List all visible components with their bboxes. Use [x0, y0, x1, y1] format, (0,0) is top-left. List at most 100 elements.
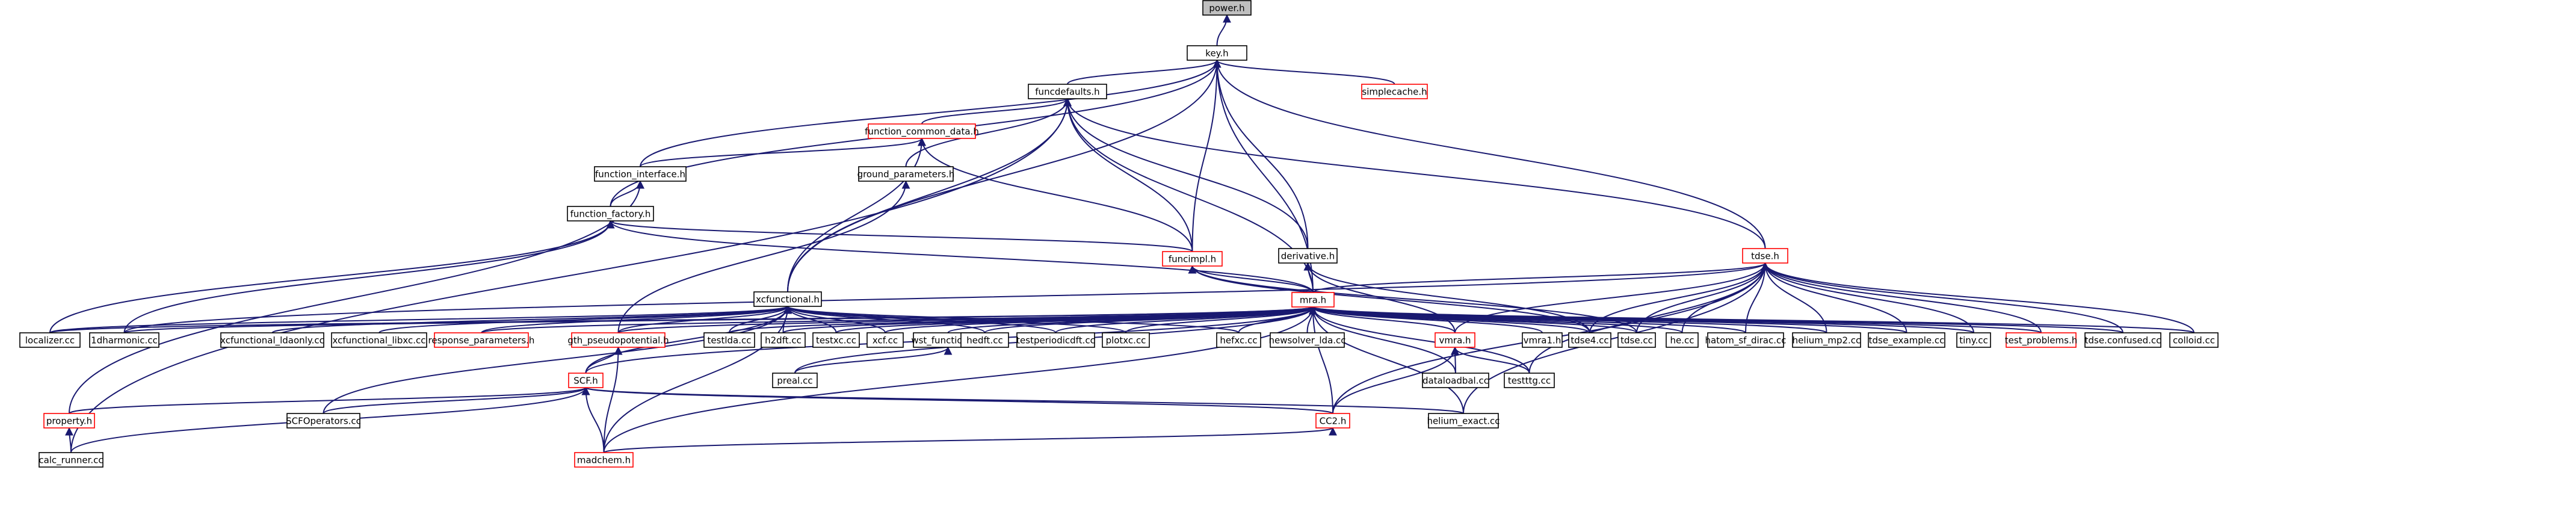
node-cc2-h[interactable]: CC2.h — [1315, 413, 1350, 429]
node-scf-h[interactable]: SCF.h — [568, 373, 604, 388]
node-label: plotxc.cc — [1106, 335, 1146, 346]
node-helium-mp2-cc[interactable]: helium_mp2.cc — [1792, 332, 1861, 348]
node-testttg-cc[interactable]: testttg.cc — [1504, 373, 1555, 388]
node-preal-cc[interactable]: preal.cc — [772, 373, 818, 388]
node-tdse-confused-cc[interactable]: tdse.confused.cc — [2084, 332, 2161, 348]
node-funcimpl-h[interactable]: funcimpl.h — [1162, 251, 1223, 267]
node-gth-pseudopotential-h[interactable]: gth_pseudopotential.h — [567, 332, 669, 348]
node-1dharmonic-cc[interactable]: 1dharmonic.cc — [89, 332, 159, 348]
node-box — [594, 166, 687, 182]
edge-funcimpl-h-to-function-common-data-h — [918, 137, 1193, 252]
node-box — [2169, 332, 2219, 348]
node-label: vmra.h — [1439, 335, 1471, 346]
node-box — [1162, 251, 1223, 267]
node-label: tdse.cc — [1620, 335, 1653, 346]
node-property-h[interactable]: property.h — [43, 413, 95, 429]
node-xcfunctional-libxc-cc[interactable]: xcfunctional_libxc.cc — [331, 332, 427, 348]
edge-plotxc-cc-to-mra-h — [1125, 306, 1317, 333]
node-label: derivative.h — [1281, 251, 1335, 262]
node-scfoperators-cc[interactable]: SCFOperators.cc — [286, 413, 361, 429]
node-label: preal.cc — [777, 376, 812, 386]
edge-vmra-h-to-mra-h — [1309, 306, 1456, 333]
node-label: gth_pseudopotential.h — [567, 335, 669, 347]
node-label: he.cc — [1670, 335, 1694, 346]
edge-funcimpl-h-to-funcdefaults-h — [1063, 98, 1193, 252]
node-newsolver-lda-cc[interactable]: newsolver_lda.cc — [1268, 332, 1346, 348]
node-vmra1-h[interactable]: vmra1.h — [1522, 332, 1563, 348]
node-xcfunctional-ldaonly-cc[interactable]: xcfunctional_ldaonly.cc — [220, 332, 324, 348]
node-testlda-cc[interactable]: testlda.cc — [703, 332, 755, 348]
node-xcfunctional-h[interactable]: xcfunctional.h — [753, 291, 822, 307]
node-hefxc-cc[interactable]: hefxc.cc — [1216, 332, 1261, 348]
node-box — [1202, 0, 1252, 16]
node-label: tdse_example.cc — [1869, 335, 1945, 347]
edge-tdse-h-to-key-h — [1212, 59, 1766, 249]
node-madchem-h[interactable]: madchem.h — [574, 452, 634, 468]
edge-localizer-cc-to-xcfunctional-h — [49, 305, 792, 333]
node-testperiodicdft-cc[interactable]: testperiodicdft.cc — [1016, 332, 1095, 348]
node-test-problems-h[interactable]: test_problems.h — [2005, 332, 2077, 348]
node-tiny-cc[interactable]: tiny.cc — [1956, 332, 1991, 348]
edge-madchem-h-to-cc2-h — [603, 427, 1337, 453]
node-label: xcfunctional_libxc.cc — [333, 335, 426, 347]
node-localizer-cc[interactable]: localizer.cc — [19, 332, 81, 348]
node-box — [2084, 332, 2161, 348]
node-box — [1707, 332, 1784, 348]
node-function-common-data-h[interactable]: function_common_data.h — [865, 123, 979, 139]
node-tdse-example-cc[interactable]: tdse_example.cc — [1868, 332, 1945, 348]
node-power-h[interactable]: power.h — [1202, 0, 1252, 16]
node-funcdefaults-h[interactable]: funcdefaults.h — [1028, 84, 1107, 99]
node-label: tiny.cc — [1959, 335, 1988, 346]
node-response-parameters-h[interactable]: response_parameters.h — [428, 332, 535, 348]
node-label: 1dharmonic.cc — [91, 335, 158, 346]
node-label: localizer.cc — [25, 335, 75, 346]
node-key-h[interactable]: key.h — [1187, 45, 1247, 61]
node-h2dft-cc[interactable]: h2dft.cc — [761, 332, 806, 348]
node-hedft-cc[interactable]: hedft.cc — [960, 332, 1009, 348]
node-label: colloid.cc — [2173, 335, 2215, 346]
node-dataloadbal-cc[interactable]: dataloadbal.cc — [1422, 373, 1489, 388]
node-function-factory-h[interactable]: function_factory.h — [567, 206, 654, 221]
node-colloid-cc[interactable]: colloid.cc — [2169, 332, 2219, 348]
node-box — [1278, 248, 1338, 264]
node-box — [1428, 413, 1499, 429]
node-function-interface-h[interactable]: function_interface.h — [594, 166, 687, 182]
node-tdse-cc[interactable]: tdse.cc — [1617, 332, 1656, 348]
node-box — [1568, 332, 1611, 348]
node-calc-runner-cc[interactable]: calc_runner.cc — [39, 452, 103, 468]
edge-xcfunctional-h-to-key-h — [787, 59, 1222, 293]
edge-tdse-h-to-funcdefaults-h — [1063, 98, 1766, 249]
node-simplecache-h[interactable]: simplecache.h — [1361, 84, 1428, 99]
edge-derivative-h-to-funcdefaults-h — [1063, 98, 1309, 249]
node-box — [39, 452, 103, 468]
edge-calc-runner-cc-to-property-h — [65, 427, 74, 453]
node-hatom-sf-dirac-cc[interactable]: hatom_sf_dirac.cc — [1705, 332, 1787, 348]
node-tdse-h[interactable]: tdse.h — [1742, 248, 1788, 264]
node-plotxc-cc[interactable]: plotxc.cc — [1102, 332, 1150, 348]
node-label: tdse.confused.cc — [2085, 335, 2161, 346]
node-xcf-cc[interactable]: xcf.cc — [866, 332, 904, 348]
node-ground-parameters-h[interactable]: ground_parameters.h — [857, 166, 955, 182]
node-box — [1315, 413, 1350, 429]
edge-mra-h-to-funcimpl-h — [1188, 265, 1314, 293]
node-testxc-cc[interactable]: testxc.cc — [812, 332, 860, 348]
node-label: ground_parameters.h — [857, 169, 955, 181]
edge-cc2-h-to-scf-h — [582, 386, 1333, 414]
node-vmra-h[interactable]: vmra.h — [1435, 332, 1475, 348]
node-box — [1956, 332, 1991, 348]
node-box — [19, 332, 81, 348]
node-helium-exact-cc[interactable]: helium_exact.cc — [1427, 413, 1500, 429]
edge-testttg-cc-to-vmra-h — [1451, 346, 1530, 374]
node-box — [868, 123, 976, 139]
node-he-cc[interactable]: he.cc — [1666, 332, 1699, 348]
node-mra-h[interactable]: mra.h — [1291, 292, 1335, 308]
node-derivative-h[interactable]: derivative.h — [1278, 248, 1338, 264]
edge-colloid-cc-to-tdse-h — [1761, 262, 2195, 333]
node-box — [1361, 84, 1428, 99]
node-box — [1422, 373, 1489, 388]
node-label: helium_mp2.cc — [1793, 335, 1861, 347]
node-tdse4-cc[interactable]: tdse4.cc — [1568, 332, 1611, 348]
edge-response-parameters-h-to-xcfunctional-h — [481, 305, 792, 333]
node-label: test_problems.h — [2005, 335, 2077, 347]
